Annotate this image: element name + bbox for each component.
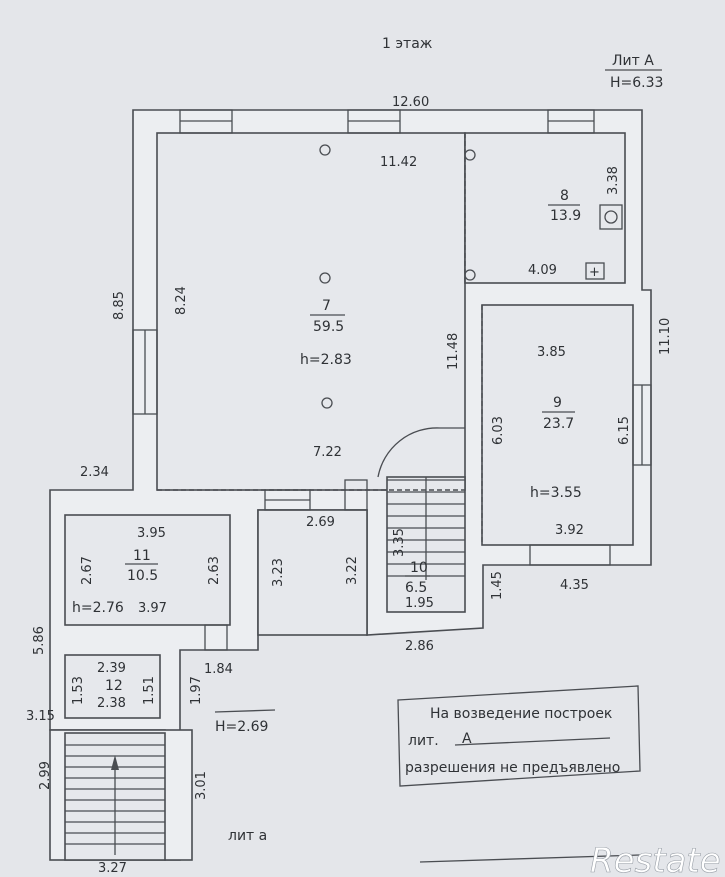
svg-text:1.84: 1.84 (204, 662, 233, 677)
svg-text:2.63: 2.63 (207, 556, 222, 585)
svg-text:3.35: 3.35 (392, 528, 407, 557)
svg-text:1.97: 1.97 (189, 676, 204, 705)
room-11 (64, 514, 231, 626)
annex-height: H=2.69 (215, 719, 268, 735)
svg-text:2.67: 2.67 (80, 556, 95, 585)
partitions (157, 133, 483, 545)
svg-text:h=3.55: h=3.55 (530, 485, 582, 501)
svg-text:h=2.76: h=2.76 (72, 600, 124, 616)
svg-text:2.38: 2.38 (97, 696, 126, 711)
svg-text:11.10: 11.10 (658, 318, 673, 355)
svg-text:На возведение построек: На возведение построек (430, 706, 612, 722)
svg-text:+: + (589, 265, 600, 280)
lit-label: Лит А (612, 53, 654, 69)
svg-text:3.15: 3.15 (26, 709, 55, 724)
svg-text:11: 11 (133, 548, 151, 564)
room-7 (156, 132, 466, 491)
room-9 (481, 304, 634, 546)
annex-lit: лит а (228, 828, 267, 844)
svg-text:разрешения не предъявлено: разрешения не предъявлено (405, 760, 620, 776)
svg-text:13.9: 13.9 (550, 208, 581, 224)
svg-text:6.03: 6.03 (491, 416, 506, 445)
svg-text:7: 7 (322, 298, 331, 314)
columns (319, 144, 476, 409)
svg-text:8.85: 8.85 (112, 291, 127, 320)
svg-text:1.95: 1.95 (405, 596, 434, 611)
svg-text:3.01: 3.01 (194, 771, 209, 800)
svg-text:23.7: 23.7 (543, 416, 574, 432)
svg-text:4.35: 4.35 (560, 578, 589, 593)
svg-text:2.69: 2.69 (306, 515, 335, 530)
svg-text:2.34: 2.34 (80, 465, 109, 480)
room-8 (464, 132, 626, 284)
svg-text:12: 12 (105, 678, 123, 694)
rooms (64, 132, 634, 861)
svg-text:6.5: 6.5 (405, 580, 427, 596)
floor-title: 1 этаж (382, 36, 433, 52)
svg-text:11.42: 11.42 (380, 155, 417, 170)
svg-text:3.85: 3.85 (537, 345, 566, 360)
svg-text:5.86: 5.86 (32, 626, 47, 655)
svg-text:3.38: 3.38 (606, 166, 621, 195)
notice-stamp: На возведение построек лит. А разрешения… (397, 685, 641, 787)
svg-text:3.23: 3.23 (271, 558, 286, 587)
building-height: H=6.33 (610, 75, 663, 91)
dimensions: 12.60 11.42 3.38 4.09 8.85 8.24 11.48 11… (26, 95, 673, 876)
svg-text:10: 10 (410, 560, 428, 576)
svg-text:2.39: 2.39 (97, 661, 126, 676)
svg-text:А: А (462, 731, 472, 747)
svg-text:3.95: 3.95 (137, 526, 166, 541)
svg-text:12.60: 12.60 (392, 95, 429, 110)
svg-text:лит.: лит. (408, 733, 439, 749)
svg-text:1.51: 1.51 (142, 676, 157, 705)
svg-text:9: 9 (553, 395, 562, 411)
corridor (257, 509, 368, 636)
svg-text:3.27: 3.27 (98, 861, 127, 876)
svg-text:8.24: 8.24 (174, 286, 189, 315)
svg-text:2.86: 2.86 (405, 639, 434, 654)
svg-text:1.53: 1.53 (71, 676, 86, 705)
svg-text:10.5: 10.5 (127, 568, 158, 584)
svg-text:59.5: 59.5 (313, 319, 344, 335)
room-labels: 7 59.5 h=2.83 8 13.9 9 23.7 h=3.55 10 6.… (72, 188, 582, 694)
svg-text:11.48: 11.48 (446, 333, 461, 370)
boiler-icon: + (585, 204, 623, 280)
room-12 (64, 654, 161, 719)
watermark-logo: Restate (590, 841, 721, 877)
windows (132, 109, 652, 651)
svg-text:h=2.83: h=2.83 (300, 352, 352, 368)
stairs (65, 477, 465, 855)
svg-text:3.97: 3.97 (138, 601, 167, 616)
svg-text:3.92: 3.92 (555, 523, 584, 538)
svg-text:3.22: 3.22 (345, 556, 360, 585)
svg-text:8: 8 (560, 188, 569, 204)
svg-text:6.15: 6.15 (617, 416, 632, 445)
svg-text:7.22: 7.22 (313, 445, 342, 460)
svg-text:4.09: 4.09 (528, 263, 557, 278)
svg-text:1.45: 1.45 (490, 571, 505, 600)
svg-text:2.99: 2.99 (38, 761, 53, 790)
